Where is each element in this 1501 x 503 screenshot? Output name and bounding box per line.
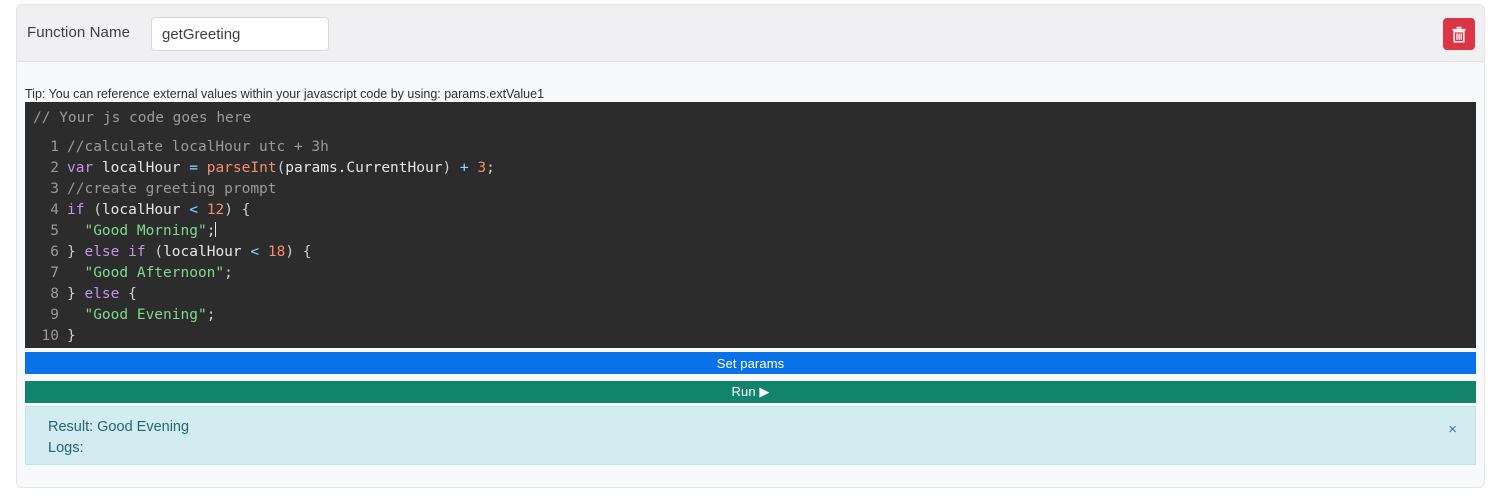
line-number: 9 <box>50 307 59 323</box>
delete-function-button[interactable] <box>1443 18 1475 50</box>
line-content: var localHour = parseInt(params.CurrentH… <box>67 160 495 176</box>
line-content: "Good Evening"; <box>84 307 216 323</box>
tip-text: Tip: You can reference external values w… <box>25 87 545 101</box>
code-line: 10} <box>25 326 1476 347</box>
line-number: 6 <box>50 244 59 260</box>
line-number: 3 <box>50 181 59 197</box>
line-content: if (localHour < 12) { <box>67 202 251 218</box>
code-line: 8 } else { <box>25 284 1476 305</box>
function-card: Function Name Tip: You can reference <box>16 4 1485 488</box>
code-line: 5 "Good Morning"; <box>25 221 1476 242</box>
line-content: "Good Afternoon"; <box>84 265 233 281</box>
line-number: 7 <box>50 265 59 281</box>
trash-icon <box>1451 26 1467 43</box>
code-line: 3 //create greeting prompt <box>25 179 1476 200</box>
code-line: 6 } else if (localHour < 18) { <box>25 242 1476 263</box>
code-line: 4 if (localHour < 12) { <box>25 200 1476 221</box>
line-content: } else if (localHour < 18) { <box>67 244 312 260</box>
line-content: } else { <box>67 286 137 302</box>
code-line: 7 "Good Afternoon"; <box>25 263 1476 284</box>
text-cursor <box>215 222 217 237</box>
function-name-label: Function Name <box>27 24 131 41</box>
line-content: //create greeting prompt <box>67 181 277 197</box>
result-text: Result: Good Evening <box>48 419 190 435</box>
card-header: Function Name <box>17 5 1484 62</box>
code-lines: 1 //calculate localHour utc + 3h 2 var loca… <box>25 129 1476 347</box>
line-number: 4 <box>50 202 59 218</box>
set-params-button[interactable]: Set params <box>25 352 1476 374</box>
line-number: 10 <box>41 328 59 344</box>
close-icon[interactable]: × <box>1444 420 1461 439</box>
code-line: 1 //calculate localHour utc + 3h <box>25 137 1476 158</box>
code-line: 2 var localHour = parseInt(params.Current… <box>25 158 1476 179</box>
code-editor[interactable]: // Your js code goes here 1 //calculate l… <box>25 102 1476 348</box>
run-button[interactable]: Run ▶ <box>25 381 1476 403</box>
line-number: 8 <box>50 286 59 302</box>
line-number: 2 <box>50 160 59 176</box>
result-panel: Result: Good Evening Logs: × <box>25 406 1476 465</box>
function-name-input[interactable] <box>151 17 329 51</box>
line-number: 1 <box>50 139 59 155</box>
editor-placeholder-text: // Your js code goes here <box>33 110 252 126</box>
line-content: } <box>67 328 76 344</box>
line-content: "Good Morning"; <box>84 222 217 239</box>
code-line: 9 "Good Evening"; <box>25 305 1476 326</box>
line-number: 5 <box>50 223 59 239</box>
logs-text: Logs: <box>48 440 84 456</box>
line-content: //calculate localHour utc + 3h <box>67 139 329 155</box>
